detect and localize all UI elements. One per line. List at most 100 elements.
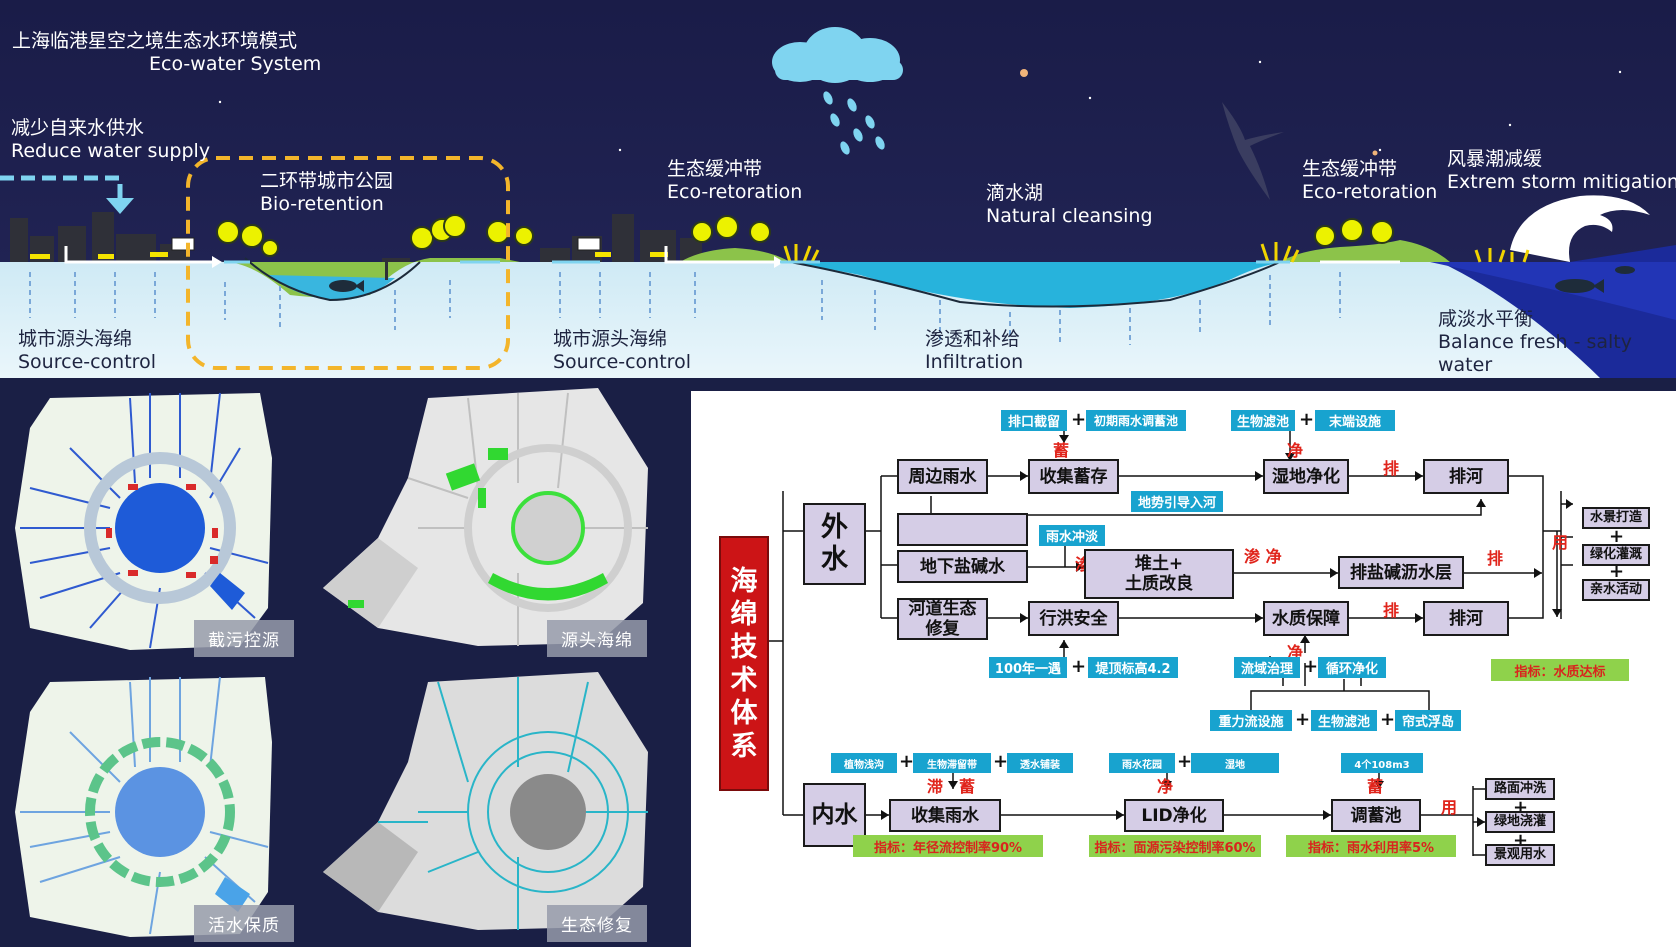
label-use-2: 用 <box>1441 798 1458 817</box>
indicator-quality: 指标：水质达标 <box>1491 659 1629 681</box>
stars <box>218 60 1622 152</box>
tag-bio-filter-1: 生物滤池 <box>1231 410 1295 431</box>
label-clean-3: 净 <box>1157 777 1174 796</box>
tag-rain-garden: 雨水花园 <box>1109 753 1175 773</box>
indicator-reuse: 指标：雨水利用率5% <box>1286 835 1456 857</box>
plus-sign: + <box>1071 409 1087 430</box>
plus-sign: + <box>1609 526 1625 547</box>
plus-sign: + <box>1303 656 1319 677</box>
plus-sign: + <box>1295 709 1311 730</box>
river-eco-box: 河道生态 修复 <box>897 598 988 640</box>
plus-sign: + <box>1177 751 1193 772</box>
periphery-rain-box: 周边雨水 <box>897 459 988 494</box>
invisible-spacer <box>897 513 1028 546</box>
plus-sign: + <box>993 751 1009 772</box>
tag-bio-strip: 生物滞留带 <box>913 753 991 773</box>
salt-layer-box: 排盐碱沥水层 <box>1338 556 1464 589</box>
plus-sign: + <box>1609 561 1625 582</box>
tag-curtain: 帘式浮岛 <box>1395 710 1461 731</box>
ground <box>0 262 1676 378</box>
eco-buffer-label-2: 生态缓冲带 Eco-retoration <box>1302 158 1438 203</box>
plus-sign: + <box>1299 409 1315 430</box>
source-control-label-2: 城市源头海绵 Source-control <box>553 328 691 373</box>
label-store: 蓄 <box>1053 441 1070 460</box>
output-road-wash: 路面冲洗 <box>1485 778 1555 800</box>
storage-pool-box: 调蓄池 <box>1331 799 1421 832</box>
map-label-2: 源头海绵 <box>547 620 647 657</box>
lake-label: 滴水湖 Natural cleansing <box>986 182 1153 227</box>
label-store-3: 蓄 <box>1367 777 1384 796</box>
lid-box: LID净化 <box>1124 799 1224 832</box>
outer-water-box: 外 水 <box>803 503 866 585</box>
tag-outlet-intercept: 排口截留 <box>1001 410 1067 431</box>
label-use-1: 用 <box>1552 533 1569 552</box>
tag-initial-pool: 初期雨水调蓄池 <box>1086 410 1186 431</box>
discharge-box-2: 排河 <box>1423 601 1509 636</box>
park-label: 二环带城市公园 Bio-retention <box>260 170 394 215</box>
map-label-4: 生态修复 <box>547 905 647 942</box>
tag-permeable: 透水铺装 <box>1007 753 1073 773</box>
tag-levee: 堤顶标高4.2 <box>1088 657 1178 678</box>
rain-drops <box>823 91 885 155</box>
balance-label: 咸淡水平衡 Balance fresh - salty water <box>1438 308 1632 376</box>
bird-icon <box>1222 102 1284 200</box>
label-discharge-b: 排 <box>1487 549 1504 568</box>
collect-rain-box: 收集雨水 <box>889 799 1001 832</box>
reduce-label: 减少自来水供水 Reduce water supply <box>11 117 211 162</box>
plus-sign: + <box>899 751 915 772</box>
tag-terrain-guide: 地势引导入河 <box>1131 491 1223 512</box>
discharge-box-1: 排河 <box>1423 459 1509 494</box>
sponge-technology-diagram: 海 绵 技 术 体 系 外 水 内水 周边雨水 收集蓄存 湿地净化 排河 排口截… <box>691 391 1676 947</box>
label-seep-clean: 渗 净 <box>1244 547 1282 566</box>
map-pollution-control <box>15 392 272 650</box>
tag-bio-filter-2: 生物滤池 <box>1311 710 1377 731</box>
output-green-water: 绿地浇灌 <box>1485 811 1555 833</box>
indicator-pollution: 指标：面源污染控制率60% <box>1089 835 1261 857</box>
tag-gravity: 重力流设施 <box>1210 710 1292 731</box>
storm-label: 风暴潮减缓 Extrem storm mitigation <box>1447 148 1676 193</box>
tag-wetland: 湿地 <box>1191 753 1279 773</box>
output-waterfront: 亲水活动 <box>1582 579 1650 601</box>
source-control-label-1: 城市源头海绵 Source-control <box>18 328 156 373</box>
map-label-1: 截污控源 <box>194 620 294 657</box>
output-irrigation: 绿化灌溉 <box>1582 544 1650 566</box>
city-skyline <box>10 212 702 262</box>
cloud-icon <box>772 27 903 83</box>
tag-plant-ditch: 植物浅沟 <box>831 753 897 773</box>
map-water-quality <box>15 676 272 937</box>
tag-rain-flush: 雨水冲淡 <box>1039 525 1105 546</box>
output-water-scene: 水景打造 <box>1582 507 1650 529</box>
output-landscape: 景观用水 <box>1485 844 1555 866</box>
tag-capacity: 4个108m3 <box>1341 753 1423 773</box>
saline-ground-box: 地下盐碱水 <box>897 550 1028 583</box>
infiltration-label: 渗透和补给 Infiltration <box>925 328 1024 373</box>
infiltration-arrows <box>29 272 1341 345</box>
tag-circulation: 循环净化 <box>1318 657 1386 678</box>
wave-icon <box>1510 195 1650 262</box>
title-en: Eco-water System <box>149 53 322 75</box>
label-clean-1: 净 <box>1287 441 1304 460</box>
diagram-connectors-2 <box>1250 679 1430 710</box>
map-label-3: 活水保质 <box>194 905 294 942</box>
eco-buffer-label-1: 生态缓冲带 Eco-retoration <box>667 158 803 203</box>
title-cn: 上海临港星空之境生态水环境模式 <box>12 30 298 52</box>
soil-improvement-box: 堆土+ 土质改良 <box>1084 549 1234 599</box>
trees <box>216 214 1394 257</box>
collect-store-box: 收集蓄存 <box>1028 459 1119 494</box>
flood-safety-box: 行洪安全 <box>1028 601 1119 636</box>
label-discharge-c: 排 <box>1383 601 1400 620</box>
map-eco-restoration <box>323 672 648 930</box>
tag-basin: 流域治理 <box>1234 657 1300 678</box>
label-discharge-a: 排 <box>1383 459 1400 478</box>
label-lag: 滞 <box>927 777 944 796</box>
landscape-section-svg <box>0 0 1676 378</box>
sponge-system-title: 海 绵 技 术 体 系 <box>719 536 769 791</box>
tag-end-facility: 末端设施 <box>1315 410 1395 431</box>
wetland-box: 湿地净化 <box>1263 459 1349 494</box>
water-quality-box: 水质保障 <box>1263 601 1349 636</box>
title-block: 上海临港星空之境生态水环境模式 Eco-water System <box>12 30 321 76</box>
planet <box>1020 69 1028 77</box>
plus-sign: + <box>1380 709 1396 730</box>
eco-water-system-illustration: 上海临港星空之境生态水环境模式 Eco-water System 减少自来水供水… <box>0 0 1676 378</box>
map-source-sponge <box>323 388 648 646</box>
